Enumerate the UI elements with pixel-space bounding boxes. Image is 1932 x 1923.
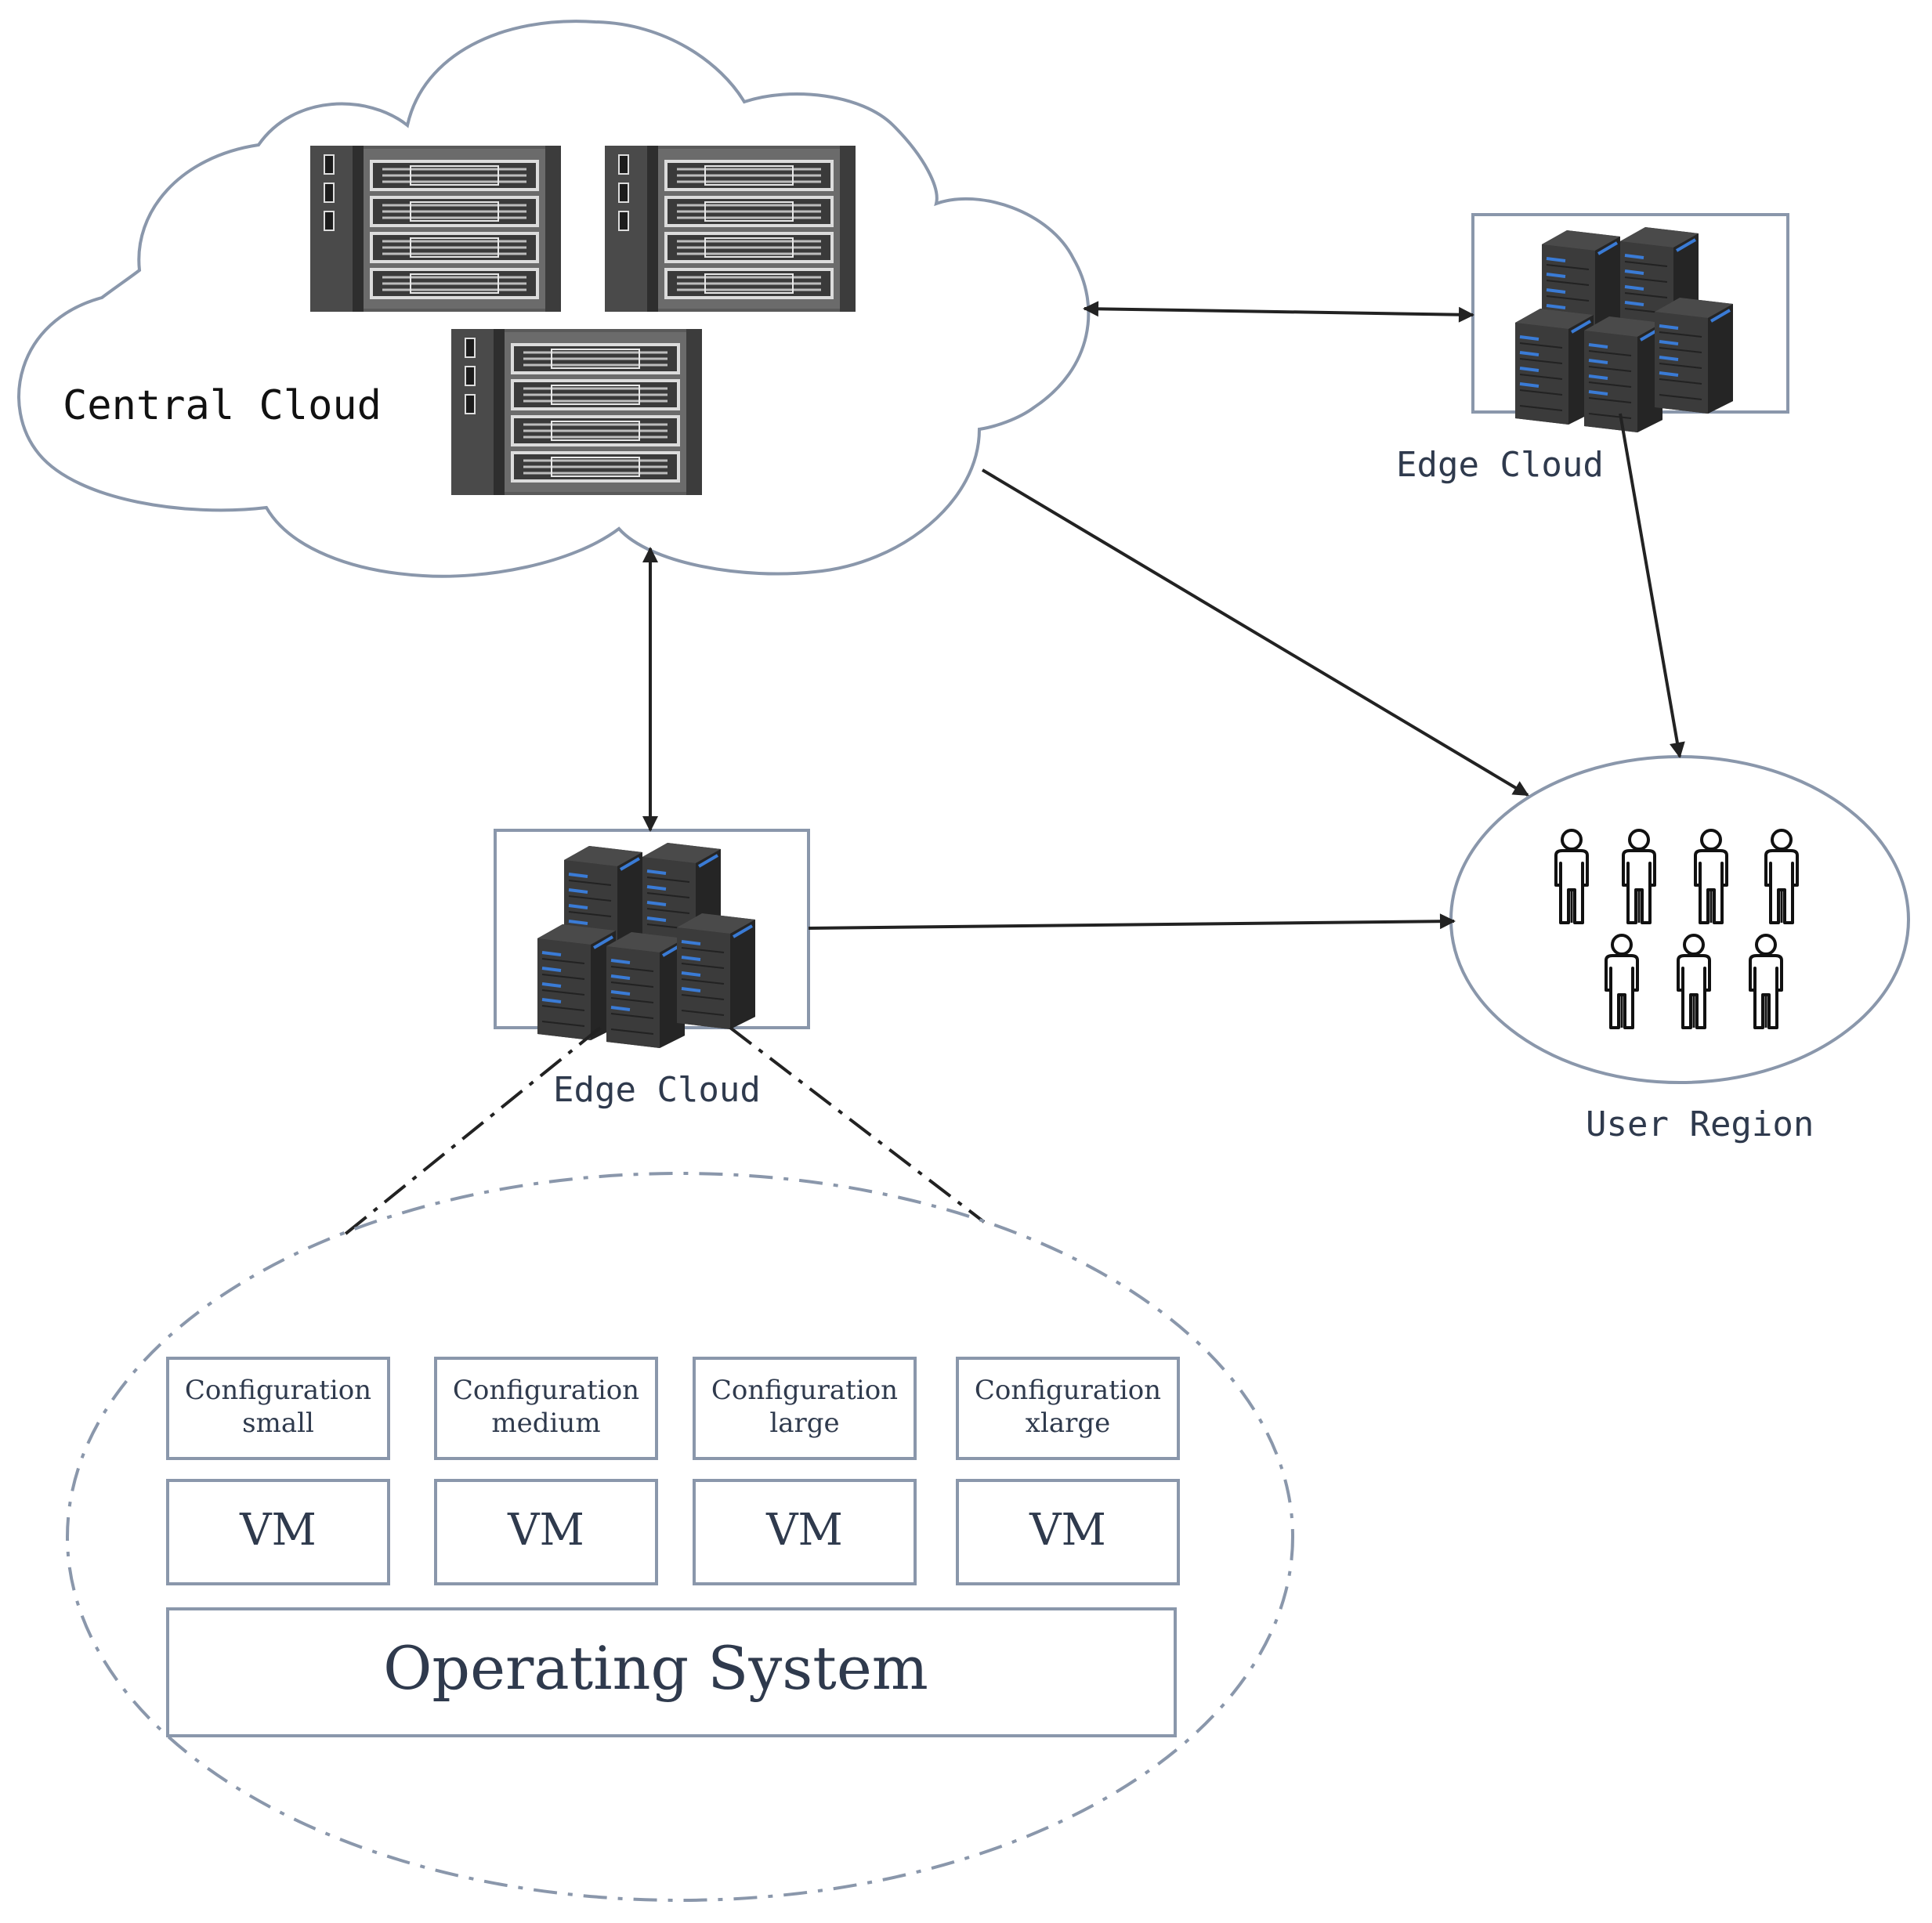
edge-cloud-top-label: Edge Cloud — [1396, 445, 1604, 485]
vm-box-large — [693, 1479, 917, 1585]
vm-configurations: Configuration small VM Configuration med… — [166, 1357, 1180, 1585]
arrow-edge-top-to-user-region — [1619, 413, 1685, 758]
config-line1: Configuration — [453, 1375, 639, 1406]
config-column-medium: Configuration medium VM — [434, 1357, 658, 1585]
edge-cloud-top: Edge Cloud — [1396, 213, 1789, 485]
config-box-small — [166, 1357, 390, 1460]
central-cloud: Central Cloud — [17, 20, 1091, 578]
rack-server-3 — [450, 327, 704, 497]
vm-box-xlarge — [956, 1479, 1180, 1585]
config-line2: medium — [491, 1408, 600, 1439]
edge-cloud-bottom-label: Edge Cloud — [553, 1070, 761, 1110]
zoom-line-right — [729, 1026, 986, 1224]
edge-cloud-bottom: Edge Cloud — [494, 829, 810, 1110]
rack-server-2 — [603, 144, 857, 313]
user-region-outline — [1449, 755, 1910, 1084]
config-line2: large — [769, 1408, 839, 1439]
config-column-xlarge: Configuration xlarge VM — [956, 1357, 1180, 1585]
config-box-xlarge — [956, 1357, 1180, 1460]
config-column-small: Configuration small VM — [166, 1357, 390, 1585]
config-column-large: Configuration large VM — [693, 1357, 917, 1585]
zoom-line-left — [343, 1026, 602, 1236]
vm-box-small — [166, 1479, 390, 1585]
central-cloud-label: Central Cloud — [63, 382, 382, 429]
vm-box-medium — [434, 1479, 658, 1585]
rack-server-1 — [309, 144, 563, 313]
connections — [642, 301, 1685, 930]
edge-cloud-detail: Configuration small VM Configuration med… — [66, 1026, 1294, 1902]
user-region: User Region — [1449, 755, 1910, 1144]
vm-label: VM — [1029, 1505, 1106, 1556]
vm-label: VM — [765, 1505, 843, 1556]
vm-label: VM — [239, 1505, 317, 1556]
edge-cloud-detail-outline — [66, 1172, 1294, 1902]
operating-system-box — [166, 1607, 1177, 1737]
config-line2: xlarge — [1026, 1408, 1110, 1439]
config-line2: small — [242, 1408, 314, 1439]
arrow-central-to-user-region — [981, 468, 1529, 797]
operating-system-label: Operating System — [383, 1633, 928, 1703]
vm-label: VM — [507, 1505, 584, 1556]
config-line1: Configuration — [975, 1375, 1161, 1406]
config-box-medium — [434, 1357, 658, 1460]
config-line1: Configuration — [185, 1375, 371, 1406]
config-box-large — [693, 1357, 917, 1460]
config-line1: Configuration — [711, 1375, 898, 1406]
arrow-edge-bottom-to-user-region — [808, 913, 1456, 930]
arrow-central-to-edge-top — [1083, 301, 1474, 323]
user-region-label: User Region — [1586, 1104, 1814, 1144]
